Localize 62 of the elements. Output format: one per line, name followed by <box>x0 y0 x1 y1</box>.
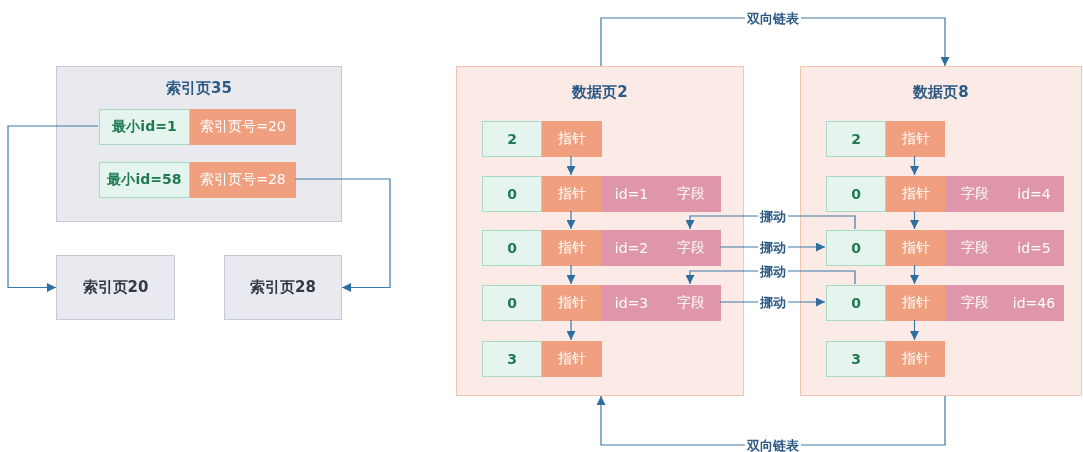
key-cell: 3 <box>482 341 542 377</box>
data-page-panel <box>456 66 744 396</box>
field-cell: 字段 <box>945 230 1004 266</box>
connector-arrow <box>910 155 919 176</box>
key-cell: 2 <box>482 121 542 157</box>
index-page-box: 索引页28 <box>224 255 342 320</box>
edge-label: 挪动 <box>757 294 788 310</box>
field-cell: id=1 <box>602 176 661 212</box>
key-cell: 2 <box>826 121 886 157</box>
connector-arrow <box>719 242 826 252</box>
key-cell: 0 <box>826 176 886 212</box>
index-page-box <box>56 66 342 222</box>
connector-arrow <box>294 178 391 292</box>
pointer-cell: 指针 <box>542 121 602 157</box>
pointer-cell: 指针 <box>886 176 945 212</box>
pointer-cell: 指针 <box>886 341 945 377</box>
field-cell: id=5 <box>1004 230 1064 266</box>
data-page-panel <box>800 66 1082 396</box>
connector-arrow <box>566 264 576 285</box>
field-cell: id=2 <box>602 230 661 266</box>
pointer-cell: 索引页号=28 <box>190 162 296 198</box>
field-cell: 字段 <box>661 230 721 266</box>
edge-label: 挪动 <box>757 208 788 224</box>
pointer-cell: 指针 <box>886 230 945 266</box>
connector-arrow <box>719 297 826 307</box>
key-cell: 0 <box>482 176 542 212</box>
edge-label: 双向链表 <box>745 437 801 452</box>
key-cell: 0 <box>826 230 886 266</box>
field-cell: id=46 <box>1004 285 1064 321</box>
key-cell: 0 <box>482 230 542 266</box>
field-cell: id=4 <box>1004 176 1064 212</box>
edge-label: 双向链表 <box>745 10 801 26</box>
key-cell: 最小id=58 <box>99 162 190 198</box>
edge-label: 挪动 <box>757 263 788 279</box>
connector-arrow <box>910 210 919 230</box>
pointer-cell: 指针 <box>542 176 602 212</box>
field-cell: 字段 <box>945 176 1004 212</box>
key-cell: 0 <box>482 285 542 321</box>
connector-arrow <box>910 319 919 341</box>
connector-arrow <box>566 155 576 176</box>
pointer-cell: 索引页号=20 <box>190 109 296 145</box>
connector-arrow <box>566 210 576 230</box>
field-cell: 字段 <box>945 285 1004 321</box>
key-cell: 最小id=1 <box>99 109 190 145</box>
pointer-cell: 指针 <box>542 230 602 266</box>
pointer-cell: 指针 <box>542 341 602 377</box>
connector-arrow <box>566 319 576 341</box>
pointer-cell: 指针 <box>886 285 945 321</box>
page-title: 数据页8 <box>912 83 970 102</box>
pointer-cell: 指针 <box>542 285 602 321</box>
field-cell: 字段 <box>661 176 721 212</box>
pointer-cell: 指针 <box>886 121 945 157</box>
page-title: 数据页2 <box>571 83 629 102</box>
field-cell: 字段 <box>661 285 721 321</box>
connector-arrow <box>910 264 919 285</box>
index-page-box: 索引页20 <box>56 255 175 320</box>
connector-arrow <box>7 125 99 292</box>
edge-label: 挪动 <box>757 239 788 255</box>
key-cell: 0 <box>826 285 886 321</box>
box-title: 索引页35 <box>165 79 233 98</box>
key-cell: 3 <box>826 341 886 377</box>
field-cell: id=3 <box>602 285 661 321</box>
